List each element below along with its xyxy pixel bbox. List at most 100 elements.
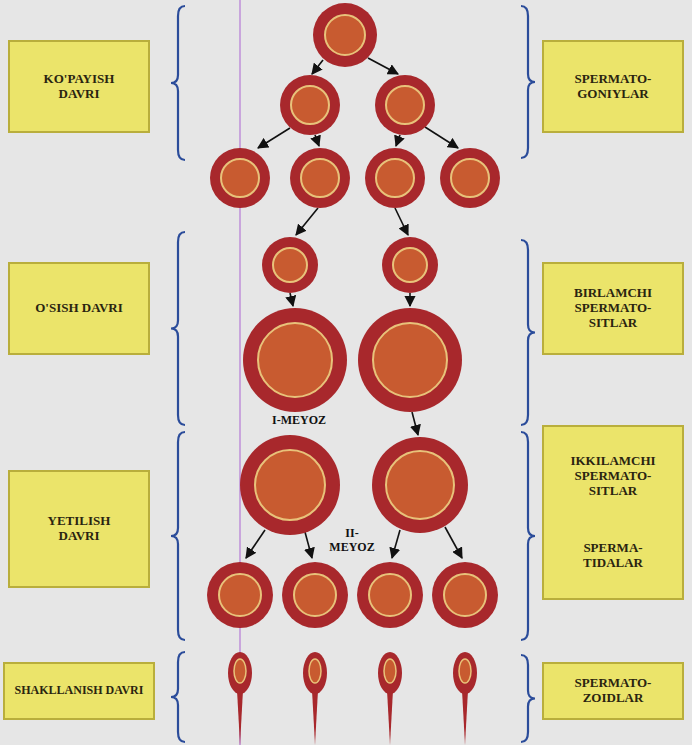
arrow — [395, 208, 408, 235]
cell — [290, 148, 350, 208]
head-nucleus — [309, 659, 321, 683]
cell-body — [440, 148, 500, 208]
cell — [357, 562, 423, 628]
stage-box: IKKILAMCHI SPERMATO- SITLAR SPERMA- TIDAL… — [542, 425, 684, 600]
cell-nucleus — [376, 159, 414, 197]
stage-label: SPERMATO- ZOIDLAR — [561, 676, 665, 706]
head-nucleus — [234, 659, 246, 683]
head — [453, 652, 477, 694]
spermatozoon — [228, 652, 252, 745]
head — [378, 652, 402, 694]
cell-body — [290, 148, 350, 208]
cell-nucleus — [451, 159, 489, 197]
bracket — [521, 6, 535, 158]
stage-label: SPERMATO- GONIYLAR — [561, 72, 665, 102]
arrow — [412, 412, 418, 435]
cell-nucleus — [444, 574, 486, 616]
arrow — [305, 532, 312, 558]
cell-nucleus — [386, 451, 454, 519]
cell-body — [282, 562, 348, 628]
arrow — [396, 135, 400, 146]
meiosis-label: II- MEYOZ — [322, 527, 382, 555]
spermatozoon — [453, 652, 477, 745]
guide-line — [239, 0, 240, 745]
cell-body — [207, 562, 273, 628]
cell — [358, 308, 462, 412]
cell-nucleus — [369, 574, 411, 616]
tail — [312, 690, 318, 745]
cell — [207, 562, 273, 628]
stage-box: BIRLAMCHI SPERMATO- SITLAR — [542, 262, 684, 355]
stage-label: KO'PAYISH DAVRI — [33, 72, 125, 102]
stage-box: KO'PAYISH DAVRI — [8, 40, 150, 133]
cell-body — [358, 308, 462, 412]
cell — [365, 148, 425, 208]
head — [228, 652, 252, 694]
cell — [375, 75, 435, 135]
cell — [313, 3, 377, 67]
arrow — [290, 293, 293, 306]
cell-nucleus — [255, 450, 325, 520]
head-nucleus — [384, 659, 396, 683]
cell-body — [280, 75, 340, 135]
cell-body — [372, 437, 468, 533]
spermatozoon — [303, 652, 327, 745]
cell-nucleus — [294, 574, 336, 616]
bracket — [171, 432, 185, 640]
stage-label: IKKILAMCHI SPERMATO- SITLAR — [561, 454, 665, 499]
head — [303, 652, 327, 694]
arrow — [315, 135, 319, 146]
cell — [382, 237, 438, 293]
stage-label: SHAKLLANISH DAVRI — [15, 684, 144, 698]
tail — [462, 690, 468, 745]
cell — [440, 148, 500, 208]
tail — [237, 690, 243, 745]
meiosis-label: I-MEYOZ — [270, 414, 328, 428]
cell-body — [382, 237, 438, 293]
arrow — [392, 530, 400, 558]
cell — [240, 435, 340, 535]
cell-body — [375, 75, 435, 135]
cell — [282, 562, 348, 628]
cell-nucleus — [291, 86, 329, 124]
cell-body — [432, 562, 498, 628]
cell-nucleus — [221, 159, 259, 197]
tail — [387, 690, 393, 745]
cell-body — [365, 148, 425, 208]
cell-body — [357, 562, 423, 628]
arrow — [312, 60, 323, 74]
arrow — [445, 527, 462, 558]
cell — [432, 562, 498, 628]
arrow — [258, 128, 290, 148]
stage-box: SPERMATO- ZOIDLAR — [542, 662, 684, 720]
arrow — [368, 58, 398, 74]
cell-nucleus — [301, 159, 339, 197]
cell-body — [243, 308, 347, 412]
bracket — [171, 232, 185, 425]
stage-box: SHAKLLANISH DAVRI — [3, 662, 155, 720]
cell-nucleus — [373, 323, 447, 397]
arrow — [246, 530, 265, 558]
cell — [280, 75, 340, 135]
spermatozoon — [378, 652, 402, 745]
bracket — [521, 240, 535, 425]
arrow — [425, 127, 458, 148]
stage-box: O'SISH DAVRI — [8, 262, 150, 355]
stage-box: YETILISH DAVRI — [8, 470, 150, 588]
cell-body — [262, 237, 318, 293]
arrow — [409, 293, 411, 306]
cell-nucleus — [325, 15, 365, 55]
arrow — [296, 208, 318, 235]
head-nucleus — [459, 659, 471, 683]
stage-label: BIRLAMCHI SPERMATO- SITLAR — [561, 286, 665, 331]
cell-nucleus — [258, 323, 332, 397]
stage-label: YETILISH DAVRI — [33, 514, 125, 544]
cell-nucleus — [273, 248, 307, 282]
stage-label: SPERMA- TIDALAR — [561, 541, 665, 571]
bracket — [171, 6, 185, 160]
bracket — [521, 432, 535, 640]
cell-body — [210, 148, 270, 208]
bracket — [171, 652, 185, 742]
cell-nucleus — [393, 248, 427, 282]
